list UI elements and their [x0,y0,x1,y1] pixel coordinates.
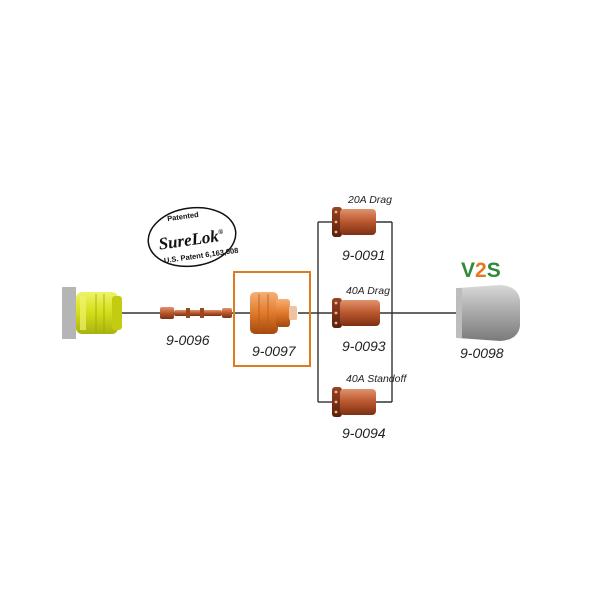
svg-text:Patented: Patented [167,210,200,223]
shield-cup [456,285,520,341]
part-number-9-0096: 9-0096 [166,332,210,348]
tip-label-standoff: 40A Standoff [346,373,407,385]
tip-label-20a: 20A Drag [347,194,392,206]
tip-20a-drag [332,207,376,237]
svg-text:V2S: V2S [461,259,501,282]
tip-40a-drag [332,298,380,328]
selected-part-highlight-box [233,271,311,367]
v2s-logo: V2S [461,259,501,282]
part-number-9-0097: 9-0097 [252,343,297,359]
connector-lines [120,221,458,403]
part-number-9-0091: 9-0091 [342,247,386,263]
part-number-9-0093: 9-0093 [342,338,386,354]
tip-label-40a: 40A Drag [346,285,390,297]
tip-40a-standoff [332,387,376,417]
surelok-patent-seal: Patented SureLok® U.S. Patent 6,163,008 [147,206,239,268]
torch-head-retaining-part [62,287,122,339]
part-number-9-0094: 9-0094 [342,425,386,441]
part-number-9-0098: 9-0098 [460,345,504,361]
electrode-pin [160,307,232,319]
swirl-ring [250,292,297,334]
